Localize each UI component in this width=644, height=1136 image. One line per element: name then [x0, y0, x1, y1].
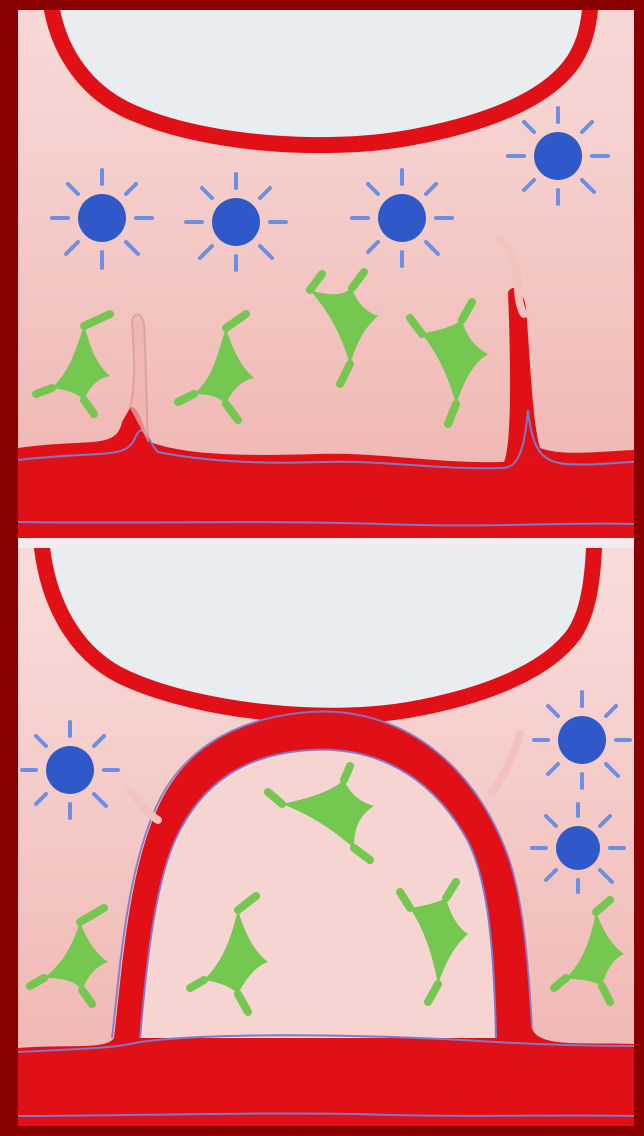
leukocyte-icon — [532, 804, 624, 892]
top-panel — [18, 10, 634, 538]
leukocyte-icon — [534, 692, 630, 788]
bottom-panel — [18, 548, 634, 1126]
leukocyte-icon — [508, 108, 608, 204]
leukocyte-icon — [352, 170, 452, 266]
leukocyte-icon — [22, 722, 118, 818]
top-panel-illustration — [18, 10, 634, 538]
leukocyte-icon — [186, 174, 286, 270]
bottom-panel-illustration — [18, 548, 634, 1126]
leukocyte-icon — [52, 170, 152, 268]
panel-divider — [18, 538, 634, 548]
